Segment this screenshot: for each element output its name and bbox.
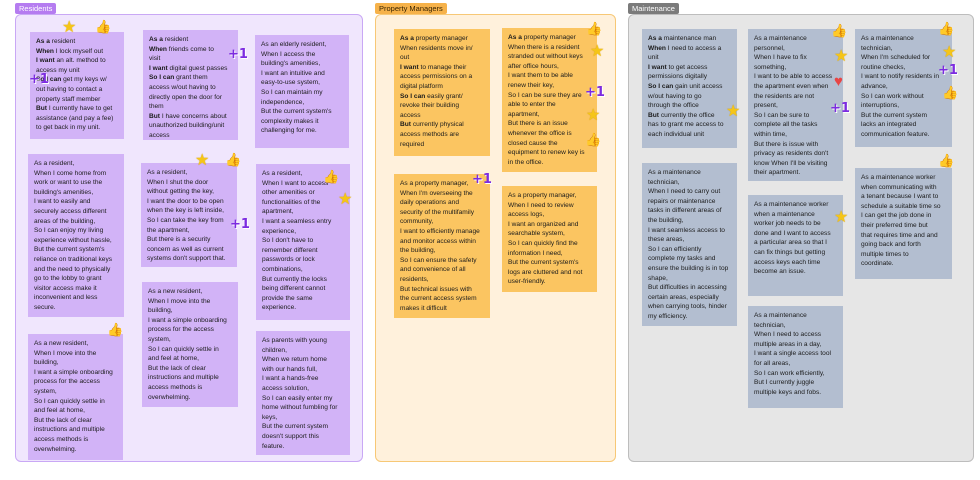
sticky-note[interactable]: As a maintenance technician, When I need… [748, 306, 843, 408]
sticky-note[interactable]: As a resident, When I shut the door with… [141, 163, 237, 267]
sticky-note[interactable]: As a maintenance man When I need to acce… [642, 29, 737, 148]
sticky-note[interactable]: As a maintenance technician, When I need… [642, 163, 737, 326]
sticky-note[interactable]: As an elderly resident, When I access th… [255, 35, 349, 148]
sticky-note[interactable]: As a resident When I lock myself out I w… [30, 32, 124, 139]
sticky-note[interactable]: As a maintenance worker when a maintenan… [748, 195, 843, 296]
sticky-note[interactable]: As a resident, When I want to access oth… [256, 164, 350, 320]
sticky-note[interactable]: As a resident When friends come to visit… [143, 30, 238, 140]
sticky-note[interactable]: As a maintenance technician, When I'm sc… [855, 29, 952, 147]
residents-section-label[interactable]: Residents [15, 3, 57, 14]
sticky-note[interactable]: As a resident, When I come home from wor… [28, 154, 124, 317]
sticky-note[interactable]: As a property manager When there is a re… [502, 28, 597, 172]
sticky-note[interactable]: As a property manager, When I need to re… [502, 186, 597, 292]
property-managers-section-label[interactable]: Property Managers [375, 3, 447, 14]
sticky-note[interactable]: As a property manager, When I'm overseei… [394, 174, 490, 318]
sticky-note[interactable]: As a maintenance worker when communicati… [855, 168, 952, 279]
sticky-note[interactable]: As a new resident, When I move into the … [28, 334, 123, 460]
sticky-note[interactable]: As a property manager When residents mov… [394, 29, 490, 156]
sticky-note[interactable]: As a new resident, When I move into the … [142, 282, 238, 407]
sticky-note[interactable]: As parents with young children, When we … [256, 331, 350, 455]
maintenance-section-label[interactable]: Maintenance [628, 3, 679, 14]
sticky-note[interactable]: As a maintenance personnel, When I have … [748, 29, 843, 181]
